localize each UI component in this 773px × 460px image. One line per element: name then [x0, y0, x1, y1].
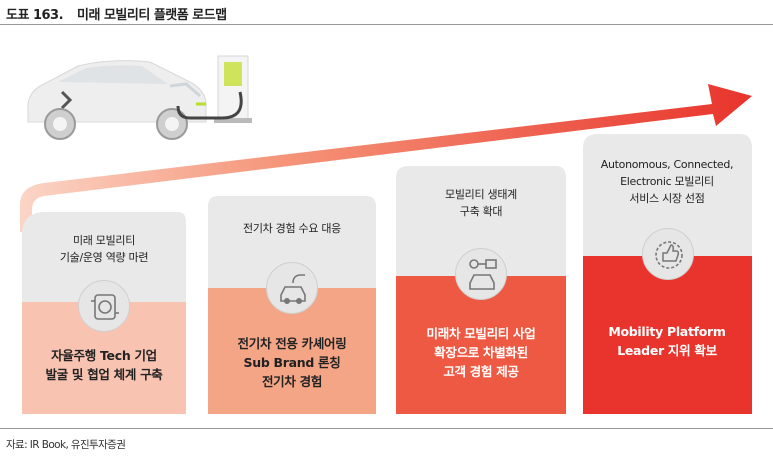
thumbs-up-badge-icon: [642, 228, 694, 280]
card-4-top-text: Autonomous, Connected, Electronic 모빌리티 서…: [600, 158, 734, 205]
mobility-ecosystem-icon: [455, 248, 507, 300]
card-3-top-text: 모빌리티 생태계 구축 확대: [445, 188, 517, 218]
card-1-top-text: 미래 모빌리티 기술/운영 역량 마련: [59, 234, 149, 264]
card-2-top-text: 전기차 경험 수요 대응: [243, 222, 341, 235]
figure-title-text: 미래 모빌리티 플랫폼 로드맵: [77, 8, 227, 23]
ev-charging-car-icon: [266, 262, 318, 314]
card-3-top: [396, 166, 566, 276]
card-1-top: [22, 212, 186, 302]
autonomous-tech-icon: [78, 280, 130, 332]
card-4-top: [583, 134, 752, 256]
figure-number: 도표 163.: [6, 8, 64, 23]
source-note: 자료: IR Book, 유진투자증권: [6, 439, 126, 451]
card-3-bottom-text: 미래차 모빌리티 사업 확장으로 차별화된 고객 경험 제공: [426, 326, 536, 379]
electric-car-illustration: [27, 60, 207, 140]
growth-arrow: [20, 84, 752, 232]
card-1-bottom-text: 자율주행 Tech 기업 발굴 및 협업 체계 구축: [45, 348, 163, 382]
card-4-bottom-text: Mobility Platform Leader 지위 확보: [608, 324, 726, 358]
title-divider: [0, 24, 773, 25]
card-2-top: [208, 196, 376, 288]
charging-station-illustration: [176, 55, 252, 123]
figure-title: 도표 163. 미래 모빌리티 플랫폼 로드맵: [6, 4, 227, 23]
card-4-bottom: [583, 256, 752, 414]
card-2-bottom-text: 전기차 전용 카셰어링 Sub Brand 론칭 전기차 경험: [237, 336, 347, 389]
source-divider: [0, 428, 773, 429]
